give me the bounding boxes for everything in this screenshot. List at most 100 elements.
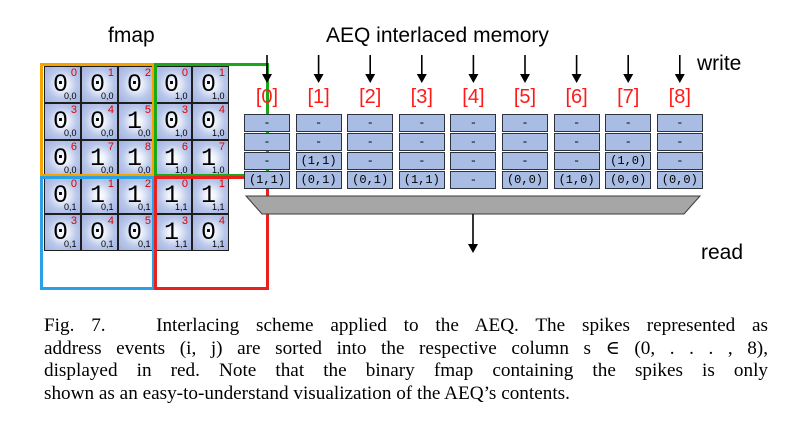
cell-column-index: 1 bbox=[218, 67, 225, 79]
cell-tile-subscript: 0,1 bbox=[64, 202, 77, 212]
blue-window bbox=[40, 176, 155, 290]
cell-tile-subscript: 0,0 bbox=[101, 91, 114, 101]
red-window bbox=[154, 176, 269, 290]
memory-slot: - bbox=[295, 114, 342, 132]
memory-slot: - bbox=[398, 114, 445, 132]
cell-column-index: 8 bbox=[144, 141, 151, 153]
cell-column-index: 4 bbox=[107, 104, 114, 116]
memory-slot: - bbox=[450, 133, 497, 151]
memory-slot: - bbox=[605, 133, 652, 151]
read-arrow bbox=[468, 214, 478, 253]
memory-slot: - bbox=[347, 133, 394, 151]
cell-tile-subscript: 1,0 bbox=[212, 128, 225, 138]
cell-spike-value: 0 bbox=[201, 218, 217, 247]
cell-tile-subscript: 1,1 bbox=[175, 202, 188, 212]
cell-column-index: 4 bbox=[218, 215, 225, 227]
cell-tile-subscript: 0,0 bbox=[138, 128, 151, 138]
memory-column: ---(1,1) bbox=[244, 114, 290, 190]
memory-slot: (1,1) bbox=[244, 171, 290, 189]
cell-column-index: 4 bbox=[107, 215, 114, 227]
cell-spike-value: 0 bbox=[90, 218, 106, 247]
memory-slot: - bbox=[450, 152, 497, 170]
memory-slot: - bbox=[502, 133, 548, 151]
memory-column: --(1,0)(0,0) bbox=[605, 114, 652, 190]
memory-column: ---(1,1) bbox=[398, 114, 445, 190]
read-bar bbox=[244, 195, 702, 215]
cell-column-index: 0 bbox=[181, 178, 188, 190]
column-index-label: [3] bbox=[410, 86, 433, 108]
cell-column-index: 1 bbox=[107, 178, 114, 190]
caption-line-2: address events (i, j) are sorted into th… bbox=[44, 337, 768, 359]
cell-spike-value: 1 bbox=[201, 181, 217, 210]
column-index-label: [8] bbox=[668, 86, 691, 108]
write-arrow bbox=[262, 55, 272, 83]
cell-tile-subscript: 1,0 bbox=[212, 91, 225, 101]
memory-slot: - bbox=[398, 133, 445, 151]
memory-slot: (0,1) bbox=[347, 171, 394, 189]
memory-title: AEQ interlaced memory bbox=[326, 24, 549, 47]
memory-slot: - bbox=[347, 114, 394, 132]
memory-slot: (0,0) bbox=[605, 171, 652, 189]
cell-spike-value: 1 bbox=[164, 218, 180, 247]
memory-slot: - bbox=[502, 152, 548, 170]
memory-slot: (1,0) bbox=[553, 171, 600, 189]
memory-slot: - bbox=[347, 152, 394, 170]
cell-column-index: 1 bbox=[218, 178, 225, 190]
cell-column-index: 3 bbox=[181, 215, 188, 227]
cell-column-index: 2 bbox=[144, 178, 151, 190]
cell-tile-subscript: 0,1 bbox=[101, 239, 114, 249]
cell-tile-subscript: 0,1 bbox=[138, 202, 151, 212]
memory-slot: (0,0) bbox=[656, 171, 703, 189]
cell-spike-value: 1 bbox=[90, 181, 106, 210]
cell-tile-subscript: 1,0 bbox=[212, 165, 225, 175]
cell-spike-value: 1 bbox=[127, 107, 143, 136]
write-label: write bbox=[697, 52, 742, 75]
cell-column-index: 5 bbox=[144, 215, 151, 227]
memory-column: ---(0,0) bbox=[656, 114, 703, 190]
column-index-label: [1] bbox=[307, 86, 330, 108]
memory-slot: - bbox=[295, 133, 342, 151]
memory-slot: - bbox=[656, 114, 703, 132]
memory-slot: - bbox=[553, 133, 600, 151]
window-overlays bbox=[40, 55, 702, 290]
cell-column-index: 1 bbox=[107, 67, 114, 79]
column-index-label: [7] bbox=[617, 86, 640, 108]
cell-column-index: 0 bbox=[181, 67, 188, 79]
cell-tile-subscript: 0,0 bbox=[64, 165, 77, 175]
cell-tile-subscript: 1,1 bbox=[212, 202, 225, 212]
write-arrow bbox=[674, 55, 685, 83]
memory-slot: - bbox=[450, 171, 497, 189]
memory-slot: - bbox=[450, 114, 497, 132]
memory-column: --(1,1)(0,1) bbox=[295, 114, 342, 190]
cell-spike-value: 1 bbox=[201, 144, 217, 173]
memory-slot: - bbox=[553, 152, 600, 170]
fmap-title: fmap bbox=[108, 24, 155, 47]
write-arrows bbox=[262, 55, 685, 83]
cell-spike-value: 1 bbox=[127, 181, 143, 210]
memory-slot: (1,1) bbox=[398, 171, 445, 189]
memory-slot: - bbox=[656, 133, 703, 151]
memory-slot: (0,1) bbox=[295, 171, 342, 189]
column-index-label: [6] bbox=[565, 86, 588, 108]
memory-slot: - bbox=[244, 133, 290, 151]
cell-spike-value: 0 bbox=[201, 107, 217, 136]
cell-tile-subscript: 0,1 bbox=[138, 239, 151, 249]
caption-line-3: displayed in red. Note that the binary f… bbox=[44, 360, 768, 381]
figure-caption: Fig. 7. Interlacing scheme applied to th… bbox=[44, 315, 768, 405]
memory-slot: (1,0) bbox=[605, 152, 652, 170]
cell-spike-value: 1 bbox=[127, 144, 143, 173]
cell-tile-subscript: 1,0 bbox=[175, 128, 188, 138]
caption-line-1: Fig. 7. Interlacing scheme applied to th… bbox=[44, 315, 768, 336]
memory-slot: - bbox=[244, 152, 290, 170]
